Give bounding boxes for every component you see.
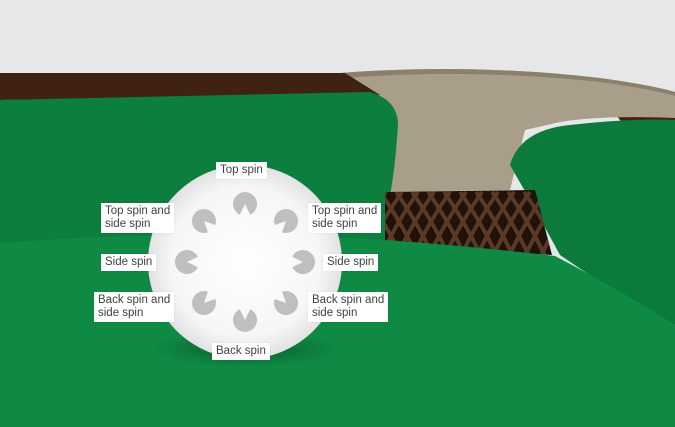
dimple-back-left [191, 291, 216, 316]
dirt-left [0, 73, 380, 100]
net-strand [522, 190, 552, 255]
label-top-spin: Top spin [216, 162, 267, 179]
net-strand [538, 190, 552, 255]
dimple-top-right [274, 208, 299, 233]
dimple-back-right [274, 291, 299, 316]
label-back-spin: Back spin [212, 343, 270, 360]
dimple-side-right [292, 250, 315, 274]
hole [385, 190, 552, 255]
dimple-bottom [233, 309, 257, 332]
label-side-spin-left: Side spin [101, 254, 157, 271]
dimple-top [233, 192, 258, 215]
grass-mound-right [510, 119, 675, 325]
label-side-spin-right: Side spin [323, 254, 379, 271]
sand-path-edge [340, 69, 675, 96]
dimples [175, 192, 315, 332]
dimple-top-left [191, 208, 216, 233]
label-top-side-spin-left: Top spin and side spin [101, 203, 175, 233]
dimple-side-left [175, 250, 198, 274]
sand-path [340, 69, 675, 192]
label-back-side-spin-right: Back spin and side spin [308, 292, 389, 322]
label-top-side-spin-right: Top spin and side spin [308, 203, 382, 233]
label-back-side-spin-left: Back spin and side spin [94, 292, 175, 322]
